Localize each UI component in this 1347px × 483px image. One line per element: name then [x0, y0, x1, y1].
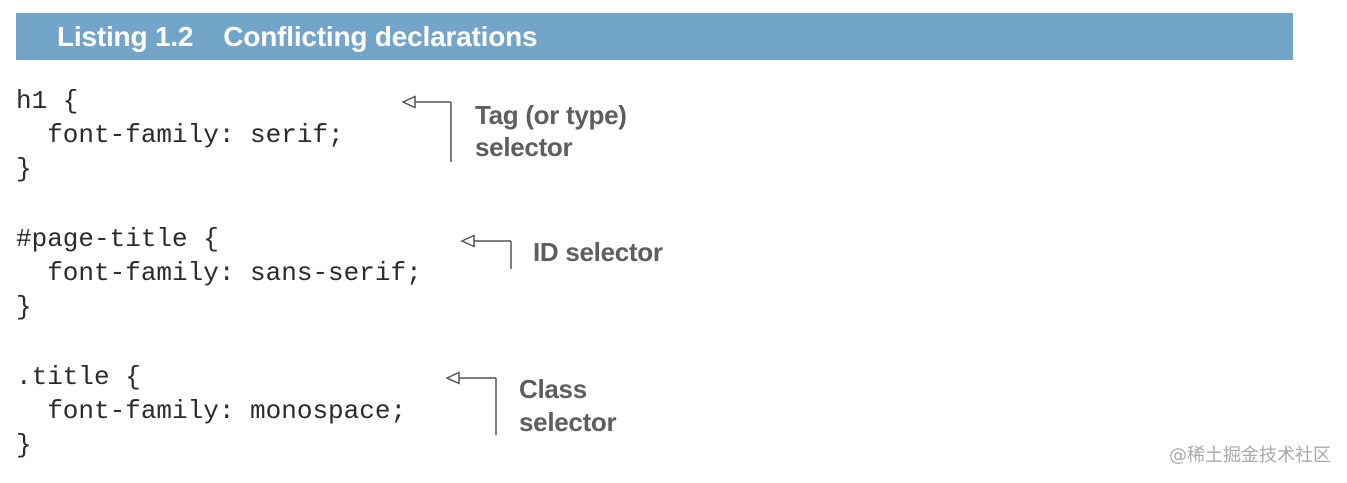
- code-line: font-family: monospace;: [16, 396, 407, 426]
- code-line: }: [16, 292, 32, 322]
- callout-arrow-icon: [460, 234, 512, 269]
- watermark: @稀土掘金技术社区: [1169, 445, 1331, 466]
- annotation-id-selector: ID selector: [533, 237, 663, 267]
- listing-number: Listing 1.2: [57, 21, 194, 52]
- annotation-tag-selector-line1: Tag (or type): [475, 100, 627, 130]
- code-line: }: [16, 154, 32, 184]
- listing-title: Conflicting declarations: [223, 21, 538, 52]
- code-line: font-family: serif;: [16, 120, 344, 150]
- code-line: #page-title {: [16, 224, 219, 254]
- annotation-class-selector-line2: selector: [519, 407, 617, 437]
- listing-caption: Listing 1.2 Conflicting declarations: [57, 13, 538, 60]
- listing-header: Listing 1.2 Conflicting declarations: [16, 13, 1293, 60]
- code-line: h1 {: [16, 86, 79, 116]
- callout-arrow-icon: [401, 95, 452, 162]
- code-line: }: [16, 430, 32, 460]
- callout-arrow-icon: [445, 371, 497, 435]
- code-line: font-family: sans-serif;: [16, 258, 422, 288]
- annotation-class-selector-line1: Class: [519, 374, 587, 404]
- annotation-tag-selector-line2: selector: [475, 132, 573, 162]
- code-line: .title {: [16, 362, 141, 392]
